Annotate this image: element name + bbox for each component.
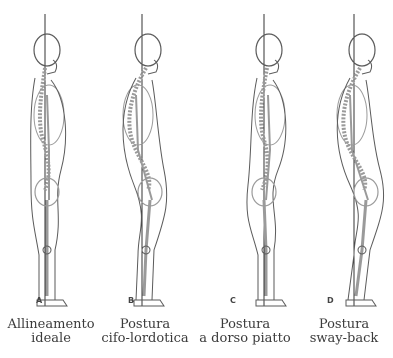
caption-flat-back: Postura a dorso piatto <box>196 318 294 346</box>
caption-line: cifo-lordotica <box>96 332 194 346</box>
caption-line: Allineamento <box>2 318 100 332</box>
posture-figure-4 <box>337 14 384 306</box>
caption-sway-back: Postura sway-back <box>295 318 393 346</box>
panel-letter-a: A <box>36 296 42 305</box>
posture-figure-3 <box>247 14 286 306</box>
arm <box>266 95 270 200</box>
panel-letter-c: C <box>230 296 236 305</box>
panel-letter-d: D <box>327 296 334 305</box>
caption-line: ideale <box>2 332 100 346</box>
leg-bones <box>356 200 366 296</box>
body-outline-front <box>152 80 167 300</box>
skull <box>349 34 375 66</box>
jaw <box>148 60 158 74</box>
posture-figure-1 <box>31 14 67 306</box>
jaw <box>269 60 279 74</box>
caption-line: Postura <box>96 318 194 332</box>
caption-line: Postura <box>196 318 294 332</box>
posture-figure-2 <box>123 14 167 306</box>
skull <box>34 34 60 66</box>
caption-ideal-alignment: Allineamento ideale <box>2 318 100 346</box>
caption-line: sway-back <box>295 332 393 346</box>
jaw <box>47 60 57 74</box>
skull <box>256 34 282 66</box>
body-outline-back <box>337 78 358 300</box>
panel-letter-b: B <box>128 296 134 305</box>
jaw <box>362 60 372 74</box>
caption-line: Postura <box>295 318 393 332</box>
foot <box>134 300 164 306</box>
caption-kypho-lordotic: Postura cifo-lordotica <box>96 318 194 346</box>
body-outline-front <box>273 80 286 300</box>
foot <box>256 300 286 306</box>
caption-line: a dorso piatto <box>196 332 294 346</box>
foot <box>346 300 376 306</box>
skull <box>135 34 161 66</box>
